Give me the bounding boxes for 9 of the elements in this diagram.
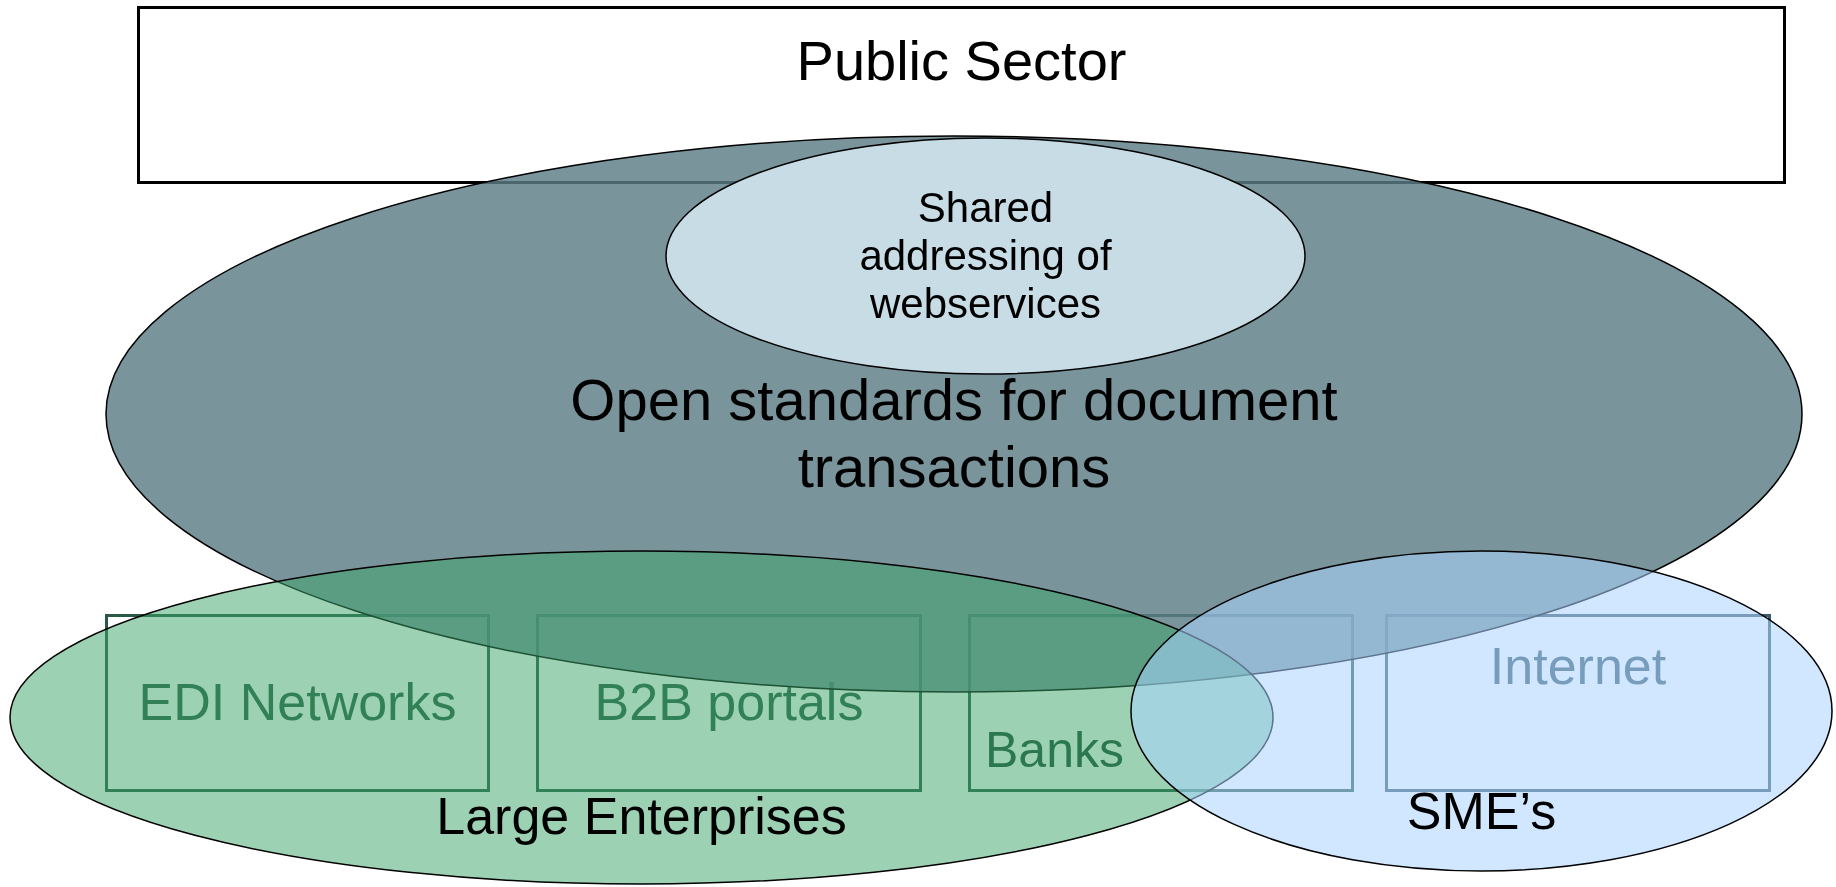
- node-label: B2B portals: [594, 673, 864, 733]
- node-label: Open standards for document transactions: [569, 367, 1339, 501]
- node-label: Shared addressing of webservices: [858, 183, 1113, 329]
- node-label: Public Sector: [796, 29, 1127, 94]
- node-label: EDI Networks: [138, 673, 457, 733]
- node-label: Banks: [985, 721, 1124, 779]
- node-label: Internet: [1489, 637, 1667, 697]
- node-label: SME’s: [1406, 782, 1557, 842]
- node-label: Large Enterprises: [436, 787, 847, 847]
